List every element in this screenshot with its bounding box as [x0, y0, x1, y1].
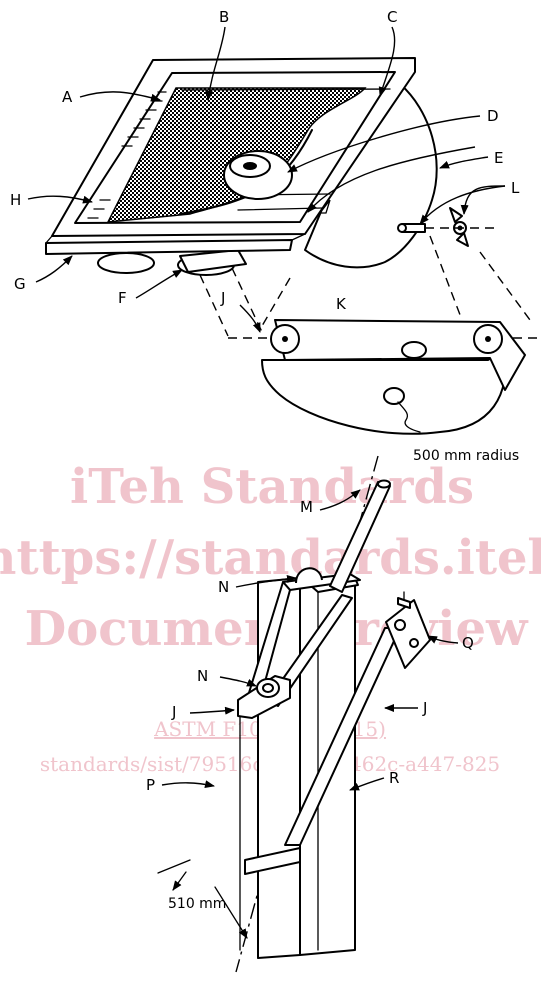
label-f: F [118, 289, 127, 307]
label-n-lower: N [197, 667, 208, 685]
dimension-length: 510 mm [168, 896, 226, 912]
label-l: L [511, 179, 520, 197]
lower-assembly [235, 455, 431, 973]
radius-plate-e [304, 83, 438, 269]
dimension-radius: 500 mm radius [413, 448, 519, 464]
label-k: K [336, 295, 347, 313]
label-e: E [494, 149, 503, 167]
labels: A B C D E F G H J K L 500 mm radius M N … [10, 8, 520, 912]
leaders [27, 26, 506, 939]
label-j-left: J [171, 703, 176, 721]
roller-left [97, 252, 155, 274]
label-c: C [387, 8, 397, 26]
label-h: H [10, 191, 21, 209]
label-g: G [14, 275, 26, 293]
front-rail-g [45, 239, 293, 255]
top-assembly [45, 57, 531, 337]
label-q: Q [462, 634, 474, 652]
watermark-line-2: https://standards.iteh [0, 530, 541, 586]
label-p: P [146, 776, 155, 794]
label-n-upper: N [218, 578, 229, 596]
label-r: R [389, 769, 399, 787]
label-d: D [487, 107, 499, 125]
label-b: B [219, 8, 229, 26]
label-j-top: J [220, 289, 225, 307]
cradle-k [228, 319, 540, 435]
cradle-body [261, 349, 507, 435]
roller-bracket [179, 249, 247, 273]
wing-nut-icon [449, 207, 469, 247]
label-a: A [62, 88, 73, 106]
label-m: M [300, 498, 313, 516]
label-j-right: J [422, 699, 427, 717]
watermark-line-1: iTeh Standards [70, 459, 474, 515]
